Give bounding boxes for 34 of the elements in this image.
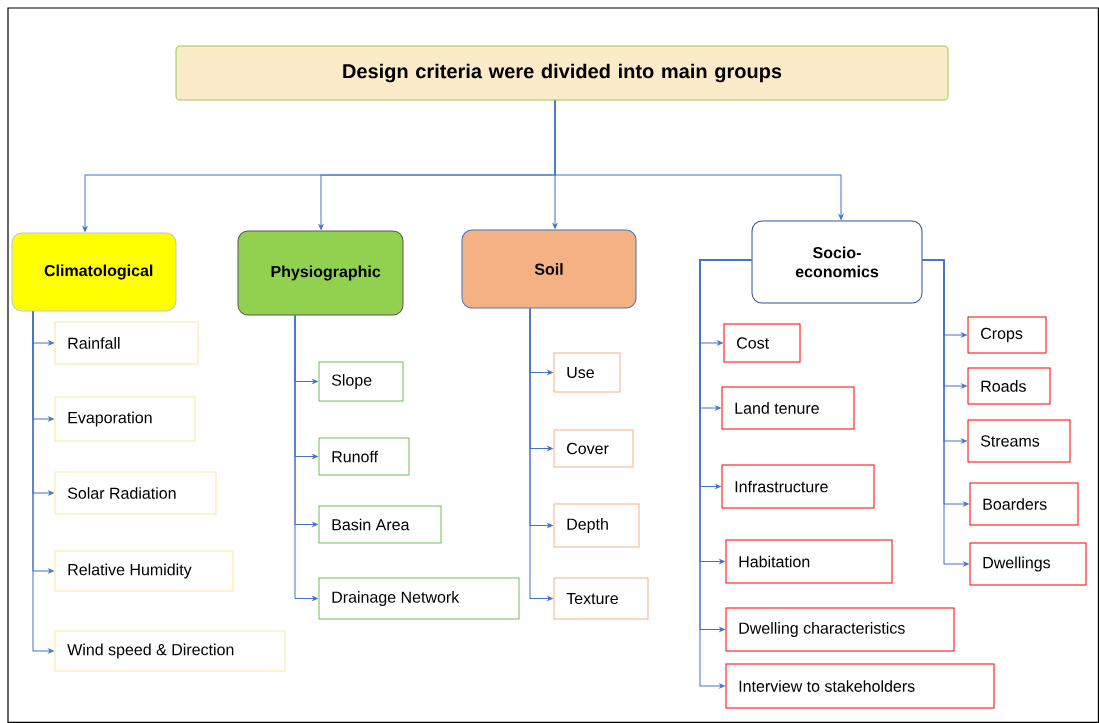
criterion-box: Relative Humidity [54, 550, 234, 592]
title-box: Design criteria were divided into main groups [175, 45, 949, 101]
criterion-box: Texture [553, 577, 649, 620]
criterion-box: Drainage Network [318, 577, 520, 620]
criterion-box: Use [553, 352, 621, 393]
criterion-box: Slope [318, 361, 404, 402]
criterion-box: Dwelling characteristics [725, 607, 955, 652]
arrow [294, 315, 318, 601]
criterion-box: Solar Radiation [54, 471, 217, 515]
criterion-box: Roads [967, 367, 1051, 405]
criterion-box: Cost [723, 323, 801, 363]
group-box: Climatological [11, 232, 177, 312]
criterion-box: Infrastructure [721, 464, 875, 509]
criterion-box: Runoff [318, 437, 410, 476]
criterion-box: Rainfall [54, 321, 199, 365]
arrow [922, 259, 969, 567]
criterion-box: Streams [967, 419, 1071, 463]
group-box: Socio-economics [751, 220, 923, 304]
arrow [32, 311, 54, 654]
criterion-box: Basin Area [318, 505, 442, 544]
criterion-box: Depth [553, 503, 640, 548]
criterion-box: Evaporation [54, 396, 196, 442]
criterion-box: Habitation [725, 539, 893, 584]
criterion-box: Boarders [969, 482, 1079, 526]
criterion-box: Dwellings [969, 542, 1087, 586]
criterion-box: Interview to stakeholders [725, 663, 995, 709]
arrow [554, 100, 844, 220]
criterion-box: Crops [967, 316, 1047, 354]
arrow [529, 308, 553, 601]
group-box: Physiographic [237, 230, 404, 316]
criterion-box: Cover [553, 429, 634, 468]
group-box: Soil [461, 229, 637, 309]
criterion-box: Land tenure [721, 386, 855, 430]
criterion-box: Wind speed & Direction [54, 630, 286, 672]
